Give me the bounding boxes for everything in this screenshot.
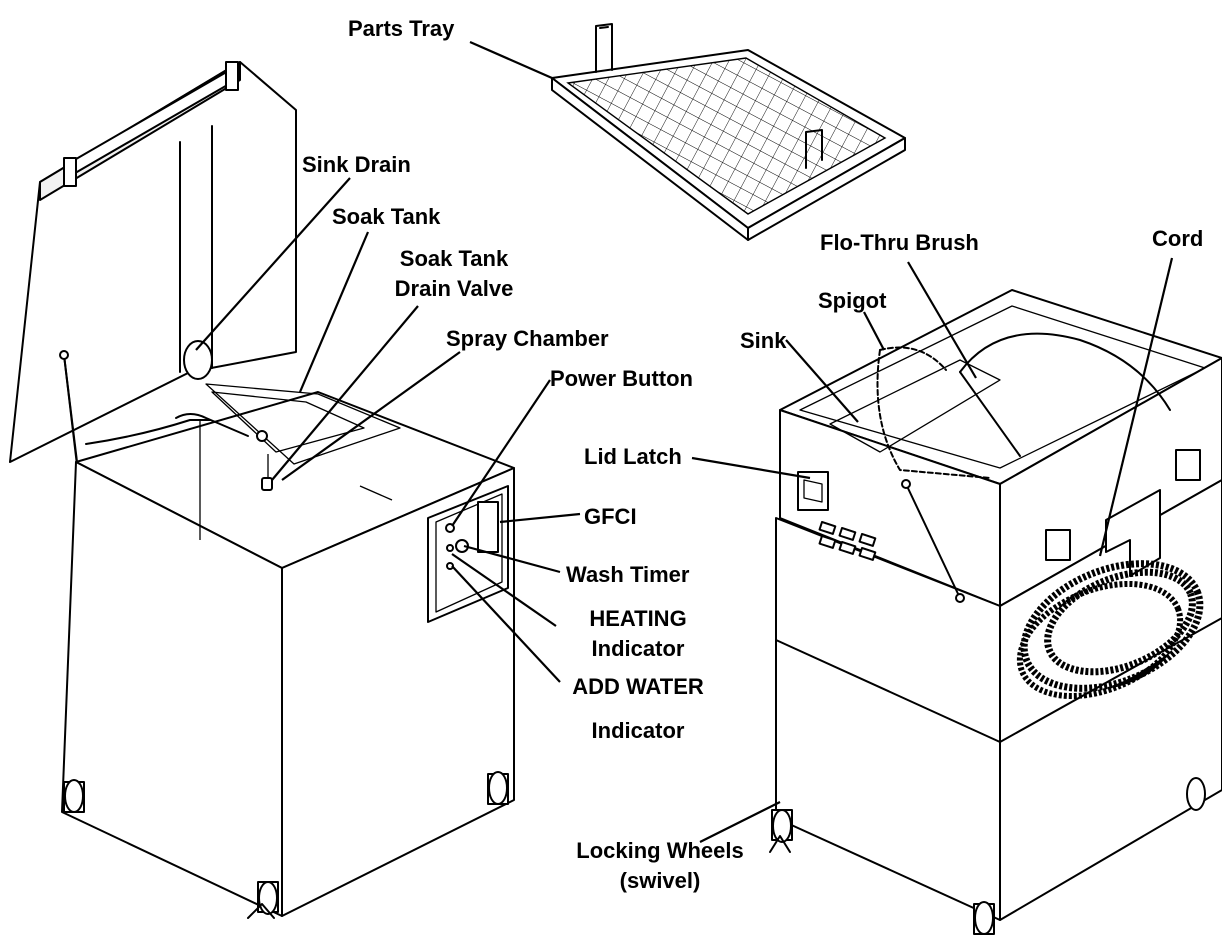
leader-lines	[195, 40, 1174, 843]
label-heating-indicator-line2: Indicator	[592, 636, 685, 661]
left-parts-washer-illustration	[9, 61, 515, 919]
label-parts-tray: Parts Tray	[348, 16, 455, 41]
label-lid-latch: Lid Latch	[584, 444, 682, 469]
label-locking-wheels-line2: (swivel)	[620, 868, 701, 893]
label-gfci: GFCI	[584, 504, 637, 529]
label-soak-tank-drain-valve-line2: Drain Valve	[395, 276, 514, 301]
label-spigot: Spigot	[818, 288, 887, 313]
label-soak-tank-drain-valve-line1: Soak Tank	[400, 246, 509, 271]
label-add-water-indicator-line1: ADD WATER	[572, 674, 704, 699]
right-parts-washer-illustration	[769, 289, 1222, 935]
label-flo-thru-brush: Flo-Thru Brush	[820, 230, 979, 255]
label-locking-wheels-line1: Locking Wheels	[576, 838, 743, 863]
label-power-button: Power Button	[550, 366, 693, 391]
label-cord: Cord	[1152, 226, 1203, 251]
label-add-water-indicator-line2: Indicator	[592, 718, 685, 743]
label-sink: Sink	[740, 328, 787, 353]
parts-tray-illustration	[551, 23, 906, 241]
label-wash-timer: Wash Timer	[566, 562, 690, 587]
label-sink-drain: Sink Drain	[302, 152, 411, 177]
labels: Parts Tray Sink Drain Soak Tank Soak Tan…	[302, 16, 1203, 893]
label-spray-chamber: Spray Chamber	[446, 326, 609, 351]
label-heating-indicator-line1: HEATING	[589, 606, 686, 631]
label-soak-tank: Soak Tank	[332, 204, 441, 229]
